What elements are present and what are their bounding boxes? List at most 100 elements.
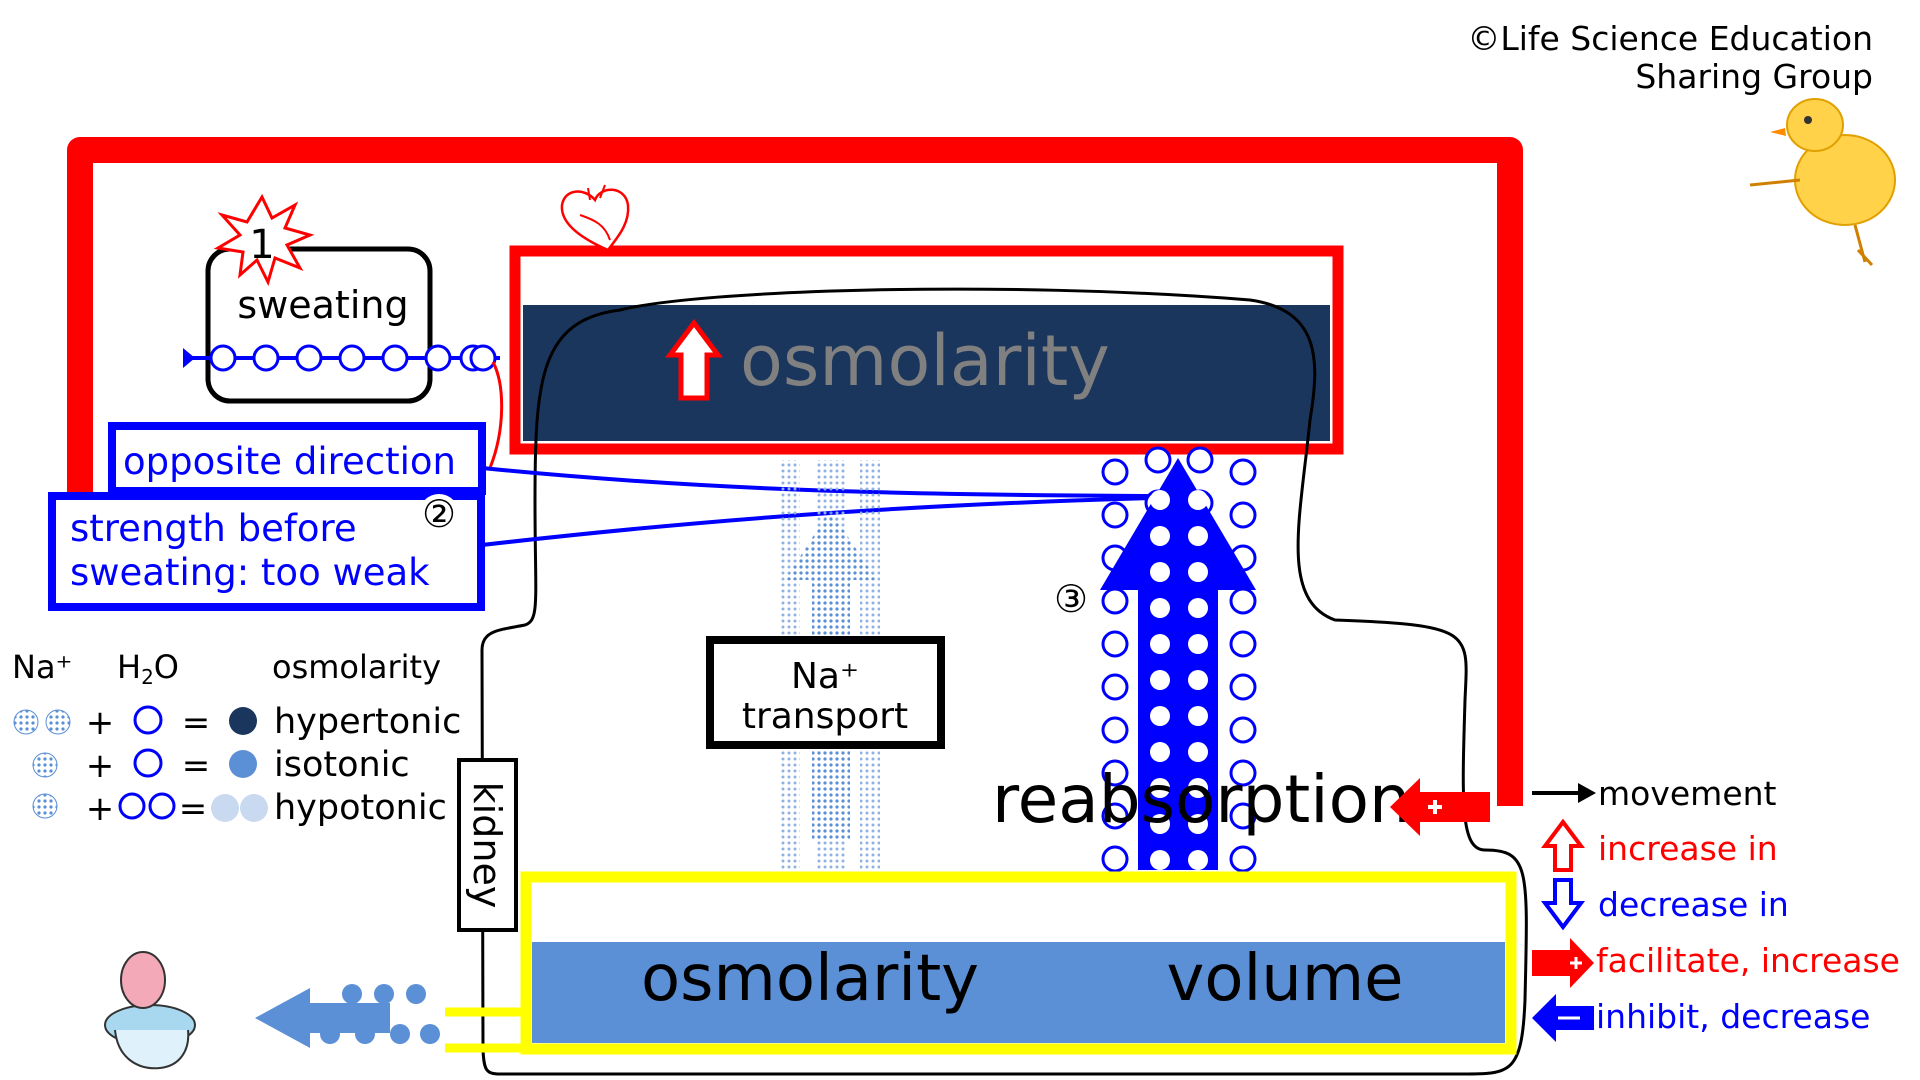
legend-plus-icon bbox=[1570, 957, 1582, 969]
water-molecule-icon bbox=[1101, 587, 1129, 615]
opposite-direction-box bbox=[108, 422, 486, 495]
urine-molecule-icon bbox=[320, 1024, 340, 1044]
key-hypotonic-icon bbox=[211, 794, 239, 822]
legend-movement-arrowhead-icon bbox=[1578, 783, 1596, 803]
key-hypertonic-label: hypertonic bbox=[274, 702, 461, 742]
water-molecule-icon bbox=[1188, 850, 1208, 870]
water-molecule-icon bbox=[1144, 446, 1172, 474]
water-molecule-icon bbox=[1186, 446, 1214, 474]
key-equals: = bbox=[179, 789, 208, 829]
water-molecule-icon bbox=[1188, 598, 1208, 618]
key-equals: = bbox=[182, 746, 211, 786]
key-plus: + bbox=[86, 746, 115, 786]
legend-panel: movement increase in decrease in facilit… bbox=[1532, 774, 1900, 1042]
water-molecule-icon bbox=[1188, 526, 1208, 546]
water-in-arrow-molecules bbox=[1150, 490, 1208, 870]
kidney-label: kidney bbox=[465, 782, 509, 909]
urine-molecule-icon bbox=[355, 1024, 375, 1044]
plus-icon bbox=[1428, 800, 1442, 814]
key-na-header: Na⁺ bbox=[12, 648, 72, 686]
urine-molecule-icon bbox=[420, 1024, 440, 1044]
water-molecule-icon bbox=[338, 344, 366, 372]
water-molecule-icon bbox=[1229, 458, 1257, 486]
water-molecule-icon bbox=[1150, 526, 1170, 546]
key-osmolarity-header: osmolarity bbox=[272, 648, 441, 686]
water-molecule-icon bbox=[469, 344, 497, 372]
heart-icon bbox=[560, 184, 630, 252]
water-molecule-icon bbox=[1101, 630, 1129, 658]
urine-outflow-duct bbox=[445, 1007, 526, 1053]
water-molecule-icon bbox=[1150, 742, 1170, 762]
strength-line1: strength before bbox=[70, 507, 357, 550]
water-molecule-icon bbox=[1150, 850, 1170, 870]
key-na-icon bbox=[32, 752, 58, 778]
water-molecule-icon bbox=[1229, 759, 1257, 787]
marker-3: ③ bbox=[1054, 577, 1088, 621]
water-molecule-icon bbox=[1101, 458, 1129, 486]
water-molecule-icon bbox=[1229, 673, 1257, 701]
key-na-icon bbox=[13, 709, 39, 735]
sweating-label: sweating bbox=[237, 283, 408, 327]
water-molecule-icon bbox=[1150, 778, 1170, 798]
legend-inhibit-label: inhibit, decrease bbox=[1596, 997, 1870, 1036]
water-molecule-icon bbox=[1101, 845, 1129, 873]
strength-connector bbox=[481, 496, 1156, 547]
marker-2-bg bbox=[419, 494, 459, 534]
water-molecule-icon bbox=[1229, 587, 1257, 615]
strength-line2: sweating: too weak bbox=[70, 551, 430, 594]
kidney-outline bbox=[480, 287, 1528, 1076]
water-loss-molecules bbox=[209, 344, 497, 372]
blood-hypertonic-fill bbox=[523, 305, 1330, 441]
key-isotonic-icon bbox=[229, 750, 257, 778]
chick-icon bbox=[1749, 98, 1896, 267]
copyright-line2: Sharing Group bbox=[1635, 57, 1873, 96]
legend-facilitate-label: facilitate, increase bbox=[1596, 941, 1900, 980]
urine-molecule-icon bbox=[342, 984, 362, 1004]
water-molecule-icon bbox=[1188, 562, 1208, 582]
water-molecule-icon bbox=[1188, 742, 1208, 762]
water-molecule-icon bbox=[1101, 716, 1129, 744]
legend-decrease-icon bbox=[1541, 878, 1585, 931]
water-molecule-icon bbox=[1101, 501, 1129, 529]
water-molecule-icon bbox=[1150, 562, 1170, 582]
water-molecule-icon bbox=[295, 344, 323, 372]
na-transport-box bbox=[706, 636, 945, 749]
water-molecule-icon bbox=[1150, 814, 1170, 834]
water-molecule-icon bbox=[1229, 716, 1257, 744]
water-molecule-icon bbox=[1188, 670, 1208, 690]
key-water-icon bbox=[148, 792, 176, 820]
legend-decrease-label: decrease in bbox=[1598, 885, 1789, 924]
key-h2o-h: H bbox=[117, 648, 141, 686]
copyright-line1: ©Life Science Education bbox=[1467, 19, 1873, 58]
na-transport-line1: Na⁺ bbox=[791, 656, 859, 697]
toilet-icon bbox=[104, 951, 196, 1070]
marker-3-bg bbox=[1051, 579, 1091, 619]
increase-arrow-icon bbox=[665, 318, 723, 401]
water-molecule-icon bbox=[1188, 814, 1208, 834]
key-water-icon bbox=[133, 748, 163, 778]
water-molecule-icon bbox=[1229, 630, 1257, 658]
legend-increase-label: increase in bbox=[1598, 829, 1778, 868]
key-isotonic-label: isotonic bbox=[274, 745, 410, 785]
water-molecule-icon bbox=[1229, 802, 1257, 830]
blood-osmolarity-label: osmolarity bbox=[740, 320, 1110, 402]
urine-osmolarity-label: osmolarity bbox=[641, 942, 979, 1016]
key-hypertonic-icon bbox=[229, 707, 257, 735]
urine-molecule-icon bbox=[390, 1024, 410, 1044]
urine-outflow-molecules bbox=[320, 984, 440, 1044]
water-molecule-icon bbox=[209, 344, 237, 372]
water-molecule-icon bbox=[1101, 759, 1129, 787]
water-molecule-icon bbox=[1150, 706, 1170, 726]
water-molecule-icon bbox=[424, 344, 452, 372]
water-molecule-icon bbox=[1150, 490, 1170, 510]
legend-facilitate-icon bbox=[1532, 938, 1594, 988]
key-h2o-sub: 2 bbox=[141, 665, 154, 689]
legend-movement-label: movement bbox=[1598, 774, 1777, 813]
starburst-icon bbox=[213, 193, 315, 287]
key-na-icon bbox=[45, 709, 71, 735]
key-plus: + bbox=[86, 789, 115, 829]
key-hypotonic-icon bbox=[240, 794, 268, 822]
water-molecule-icon bbox=[1150, 670, 1170, 690]
water-molecule-icon bbox=[1101, 802, 1129, 830]
